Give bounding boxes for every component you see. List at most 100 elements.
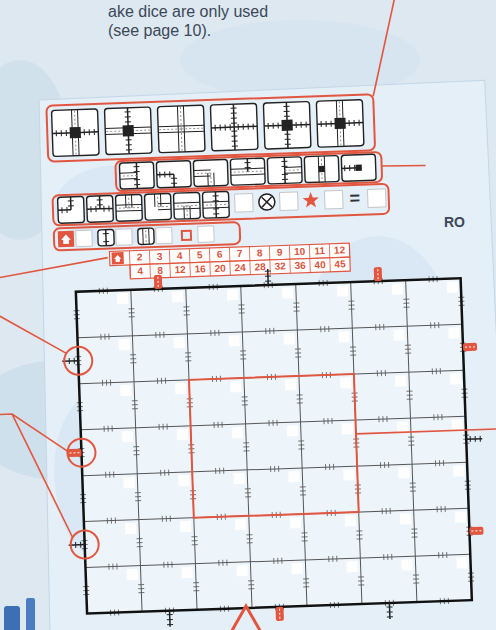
- road-edge: [285, 166, 302, 168]
- edge-tick: [137, 542, 143, 543]
- cell-mark: [227, 289, 238, 300]
- edge-tick: [442, 552, 443, 558]
- rail-tie: [215, 125, 216, 131]
- grid-border: [76, 278, 472, 613]
- blue-token: [4, 606, 20, 630]
- edge-tick: [404, 307, 410, 308]
- rail-tie: [326, 121, 327, 127]
- route-icon: [98, 229, 115, 246]
- rail-line: [233, 127, 235, 150]
- rail-tie: [167, 614, 173, 615]
- page-tab: [230, 606, 262, 630]
- cell-mark: [346, 561, 357, 572]
- rail-tie: [284, 134, 290, 135]
- edge-tick: [133, 446, 139, 447]
- rail-tie: [68, 205, 74, 206]
- rail-tie: [244, 162, 250, 163]
- rail-tie: [475, 436, 476, 442]
- edge-tick: [446, 552, 447, 558]
- cell-mark: [120, 385, 131, 396]
- edge-tick: [215, 468, 216, 474]
- leader-line: [356, 428, 496, 433]
- edge-tick: [281, 558, 282, 564]
- table-cell: 4: [169, 249, 189, 264]
- edge-tick: [110, 380, 111, 386]
- station-square: [281, 120, 292, 131]
- cell-mark: [448, 327, 459, 338]
- edge-tick: [432, 368, 433, 374]
- edge-tick: [274, 466, 275, 472]
- rail-tie: [248, 124, 249, 130]
- edge-tick: [129, 312, 135, 313]
- edge-tick: [273, 558, 274, 564]
- rail-tie: [301, 122, 302, 128]
- table-cell: 40: [310, 258, 330, 273]
- route-icon: [202, 191, 229, 218]
- table-cell: 32: [270, 259, 290, 274]
- edge-tick: [329, 464, 330, 470]
- edge-tick: [137, 538, 143, 539]
- edge-tick: [375, 324, 376, 330]
- cell-mark: [398, 467, 409, 478]
- edge-tick: [407, 395, 413, 396]
- edge-tick: [332, 556, 333, 562]
- road-centre: [180, 106, 182, 129]
- cell-mark: [340, 377, 351, 388]
- house-badge: [58, 231, 75, 248]
- icon-frame: [58, 196, 85, 223]
- cell-mark: [182, 567, 193, 578]
- edge-tick: [112, 564, 113, 570]
- leader-line: [369, 0, 401, 96]
- rail-tie: [80, 542, 81, 548]
- rail-tie: [95, 206, 96, 212]
- table-cell: 12: [170, 263, 190, 278]
- cell-mark: [175, 383, 186, 394]
- cell-mark: [338, 331, 349, 342]
- edge-tick: [171, 562, 172, 568]
- edge-tick: [132, 408, 138, 409]
- icon-frame: [138, 228, 155, 245]
- rail-tie: [349, 165, 350, 171]
- table-cell: 2: [129, 250, 149, 265]
- edge-tick: [104, 334, 105, 340]
- road-edge: [148, 236, 149, 244]
- table-rule: [129, 251, 131, 279]
- grid-ground: [76, 278, 472, 613]
- edge-tick: [135, 496, 141, 497]
- rail-tie: [284, 106, 290, 107]
- road-centre: [231, 171, 248, 173]
- edge-tick: [298, 448, 304, 449]
- edge-tick: [276, 420, 277, 426]
- equals-sign: =: [345, 187, 364, 210]
- score-box: [324, 190, 343, 209]
- edge-tick: [248, 588, 254, 589]
- road-edge: [187, 202, 200, 203]
- rail-line: [247, 159, 249, 172]
- edge-tick: [383, 554, 384, 560]
- road-centre: [187, 205, 200, 206]
- edge-tick: [350, 346, 356, 347]
- rail-tie: [344, 165, 345, 171]
- edge-tick: [303, 578, 309, 579]
- edge-tick: [238, 304, 244, 305]
- road-edge: [203, 201, 216, 202]
- table-cell: 45: [330, 257, 350, 272]
- edge-tick: [168, 470, 169, 476]
- rail-tie: [232, 145, 238, 146]
- edge-tick: [328, 326, 329, 332]
- edge-tick: [135, 492, 141, 493]
- cell-mark: [397, 421, 408, 432]
- grid-line: [81, 416, 466, 429]
- callout-label: RO: [444, 214, 478, 230]
- edge-tick: [132, 404, 138, 405]
- station-square: [334, 118, 345, 129]
- rail-tie: [167, 624, 173, 625]
- edge-tick: [294, 306, 300, 307]
- road-centre: [210, 173, 211, 186]
- route-icon: [52, 109, 100, 157]
- road-edge: [183, 206, 184, 219]
- edge-tick: [405, 353, 411, 354]
- table-cell: 28: [250, 260, 270, 275]
- table-cell: 8: [249, 246, 269, 261]
